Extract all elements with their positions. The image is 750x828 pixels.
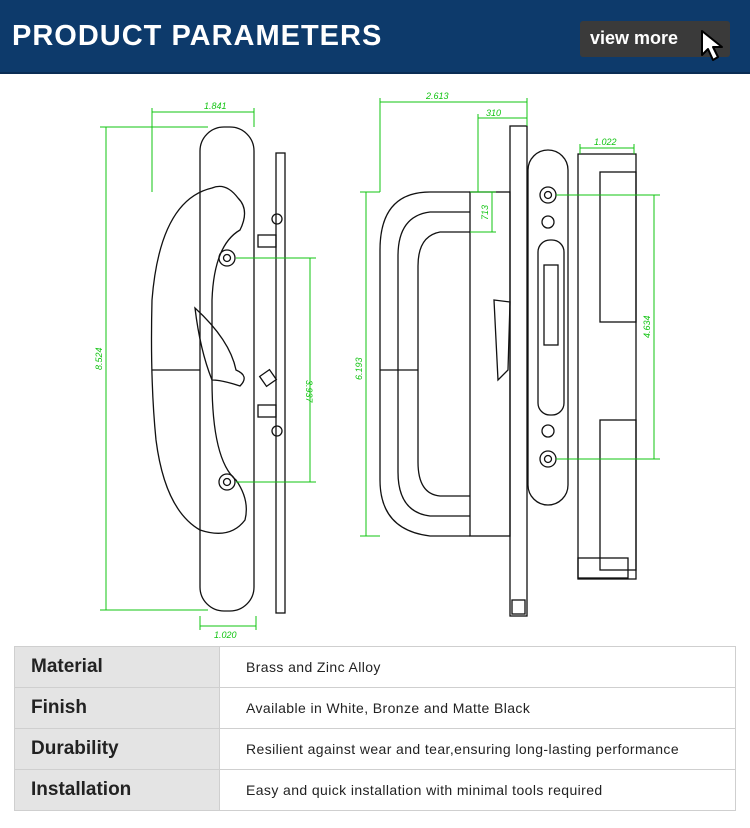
technical-drawing: 1.841 8.524 3.937 1.020 2.613 310 713 6.…: [94, 91, 660, 640]
dim-right-hole-spacing: 4.634: [642, 315, 652, 338]
spec-label: Material: [14, 646, 220, 688]
header-banner: PRODUCT PARAMETERS view more: [0, 0, 750, 74]
spec-row-installation: Installation Easy and quick installation…: [14, 769, 736, 811]
left-handle-drawing: [150, 126, 286, 614]
spec-value: Brass and Zinc Alloy: [219, 646, 736, 688]
cursor-arrow-icon: [701, 30, 723, 61]
dim-right-top-width: 2.613: [425, 91, 449, 101]
spec-value: Resilient against wear and tear,ensuring…: [219, 728, 736, 770]
view-more-label: view more: [590, 28, 679, 48]
dim-left-top-width: 1.841: [204, 101, 227, 111]
spec-table: Material Brass and Zinc Alloy Finish Ava…: [14, 646, 736, 811]
dim-left-height: 8.524: [94, 347, 104, 370]
spec-label: Installation: [14, 769, 220, 811]
spec-row-durability: Durability Resilient against wear and te…: [14, 728, 736, 770]
spec-value: Easy and quick installation with minimal…: [219, 769, 736, 811]
dim-right-height: 6.193: [354, 357, 364, 380]
dim-right-cover-width: 1.022: [594, 137, 617, 147]
spec-row-finish: Finish Available in White, Bronze and Ma…: [14, 687, 736, 729]
spec-row-material: Material Brass and Zinc Alloy: [14, 646, 736, 688]
spec-label: Finish: [14, 687, 220, 729]
right-handle-drawing: [379, 125, 637, 617]
spec-value: Available in White, Bronze and Matte Bla…: [219, 687, 736, 729]
dim-right-inner-offset: 713: [480, 205, 490, 220]
dim-left-hole-spacing: 3.937: [304, 380, 314, 404]
page-title: PRODUCT PARAMETERS: [12, 20, 383, 52]
dim-right-plate-width: 310: [486, 108, 501, 118]
view-more-button[interactable]: view more: [580, 21, 730, 61]
dim-left-bottom-width: 1.020: [214, 630, 237, 640]
spec-label: Durability: [14, 728, 220, 770]
